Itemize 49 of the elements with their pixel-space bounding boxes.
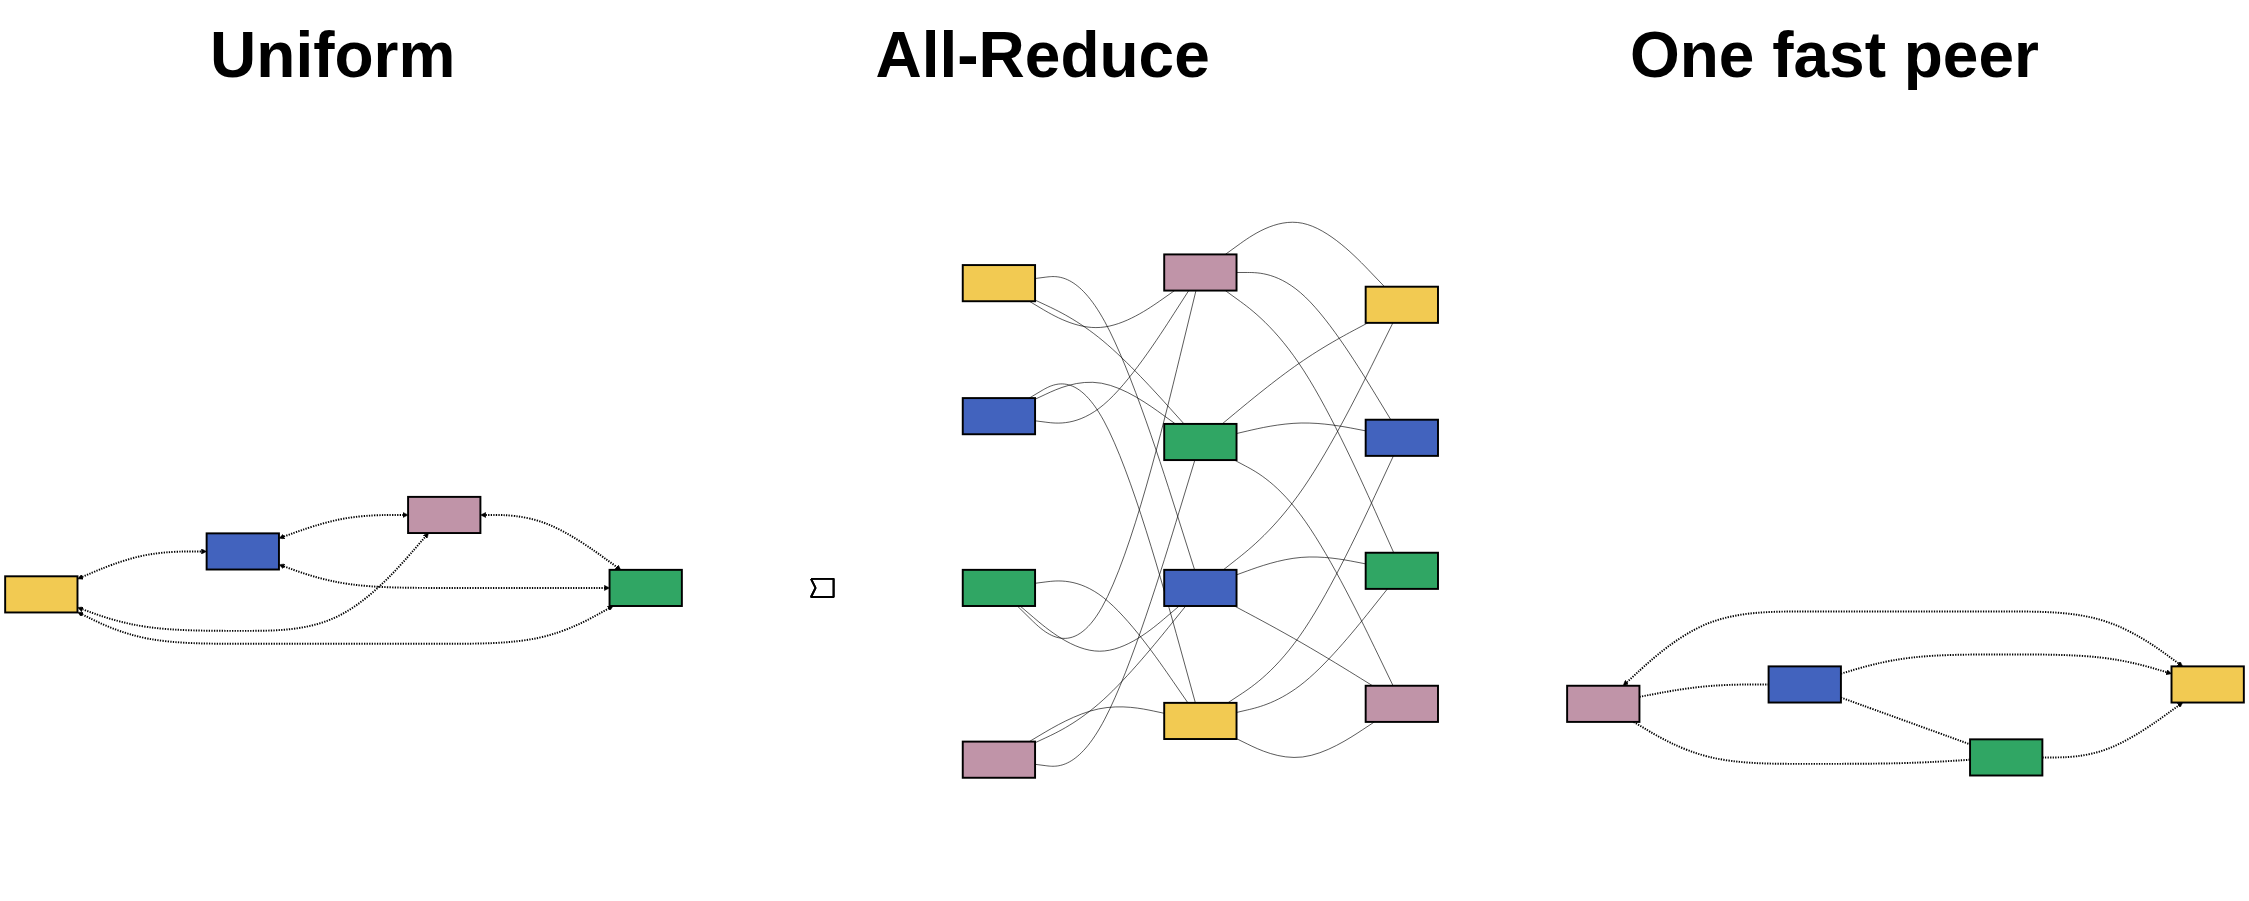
- node-box: [1163, 422, 1238, 462]
- node-box: [1163, 253, 1238, 292]
- connector: [1225, 290, 1395, 554]
- arrow: [77, 532, 429, 632]
- connector: [1236, 272, 1392, 421]
- connector: [1028, 290, 1175, 328]
- connector: [1221, 322, 1369, 425]
- node-box: [608, 568, 683, 607]
- section-heading: Uniform: [210, 18, 456, 92]
- node-box: [1364, 285, 1439, 324]
- connector: [1236, 556, 1366, 576]
- node-box: [961, 740, 1037, 779]
- connector: [1034, 276, 1195, 571]
- connector: [1225, 222, 1385, 288]
- node-box: [961, 568, 1037, 607]
- node-box: [1566, 684, 1641, 723]
- connector: [1034, 459, 1196, 767]
- node-box: [1969, 738, 2044, 777]
- arrow: [480, 512, 621, 571]
- arrow: [77, 548, 207, 580]
- connector: [1034, 605, 1187, 744]
- connector: [1222, 322, 1394, 571]
- node-box: [2170, 665, 2245, 704]
- connector: [1017, 290, 1197, 639]
- node-box: [1364, 551, 1439, 590]
- node-box: [1364, 418, 1439, 457]
- arrow: [278, 563, 610, 591]
- node-box: [407, 495, 482, 534]
- node-box: [1163, 701, 1238, 740]
- connector: [1028, 706, 1165, 742]
- connector: [1034, 381, 1176, 425]
- connector: [1234, 605, 1373, 687]
- section-heading: All-Reduce: [875, 18, 1210, 92]
- connector: [1236, 422, 1366, 434]
- arrow: [77, 605, 614, 645]
- section-heading: One fast peer: [1629, 18, 2039, 92]
- node-box: [1364, 684, 1439, 723]
- connector: [1028, 383, 1196, 704]
- connector: [1019, 605, 1180, 652]
- node-box: [4, 575, 79, 614]
- node-box: [1767, 665, 1842, 704]
- node-box: [961, 264, 1037, 303]
- node-box: [1163, 568, 1238, 607]
- connector: [1236, 721, 1375, 758]
- arrow: [1622, 610, 2183, 686]
- connector: [1236, 588, 1388, 713]
- node-box: [961, 397, 1037, 436]
- arrow: [278, 512, 409, 540]
- node-box: [205, 532, 280, 571]
